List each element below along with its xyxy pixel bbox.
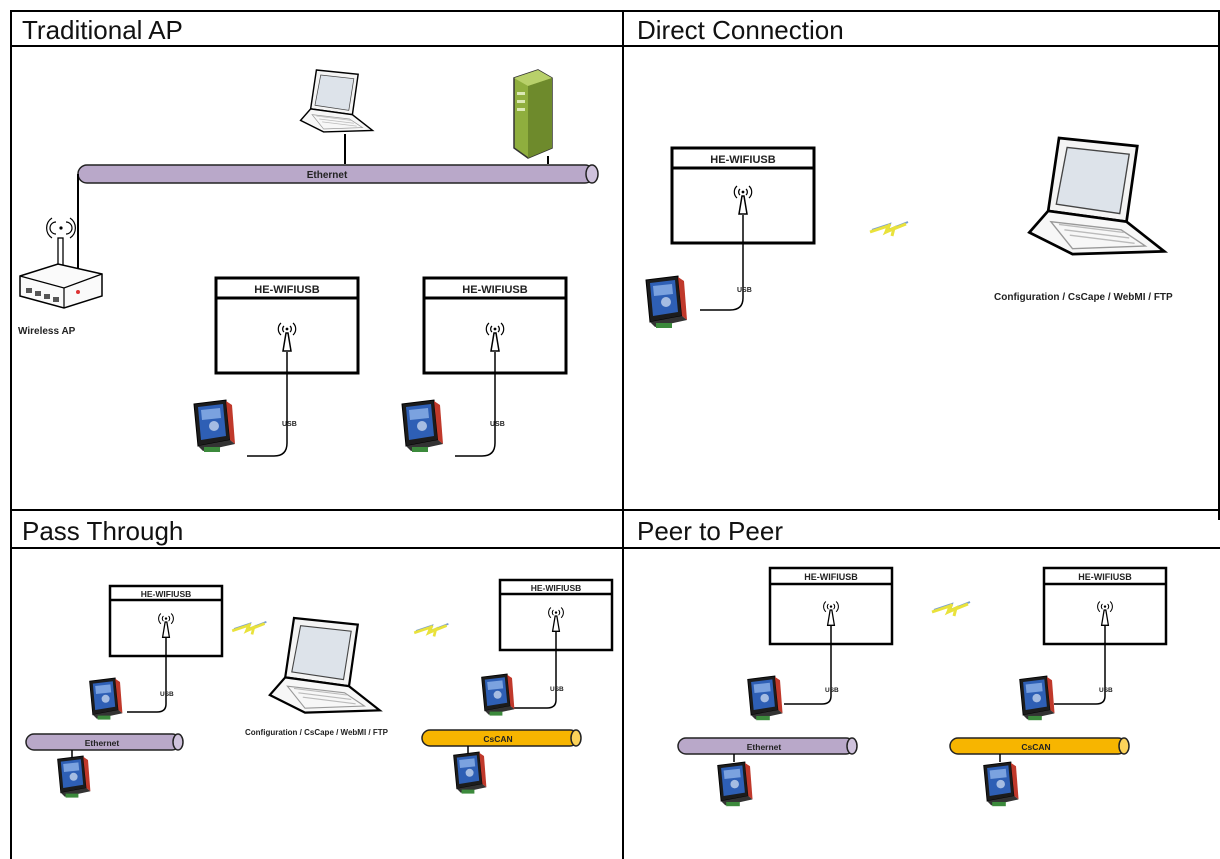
module-label: HE-WIFIUSB xyxy=(1078,572,1132,582)
usb-cable-label: USB xyxy=(160,691,174,698)
wireless-ap-icon xyxy=(19,217,103,309)
usb-cable-label: USB xyxy=(490,421,505,428)
table-left-border xyxy=(10,10,12,859)
ocs-controller-icon xyxy=(453,751,487,794)
panel-title-peer-to-peer: Peer to Peer xyxy=(637,516,783,546)
peer-to-peer-diagram: HE-WIFIUSB USB Ethernet HE-WIFIUSB USB C… xyxy=(677,566,1168,807)
module-label: HE-WIFIUSB xyxy=(531,583,582,593)
module-label: HE-WIFIUSB xyxy=(141,589,192,599)
laptop-caption: Configuration / CsCape / WebMI / FTP xyxy=(994,292,1173,303)
traditional-ap-diagram: Ethernet Wireless AP HE-WIFIUSB USB HE-W… xyxy=(18,69,599,457)
wireless-link-icon xyxy=(868,220,910,238)
table-header-rule-top xyxy=(10,45,1220,47)
ethernet-bus xyxy=(677,737,858,755)
laptop-icon xyxy=(299,69,374,133)
usb-cable-label: USB xyxy=(1099,687,1113,694)
ocs-controller-icon xyxy=(89,677,123,720)
cscan-bus-label: CsCAN xyxy=(1021,742,1050,752)
usb-cable-label: USB xyxy=(737,287,752,294)
panel-title-direct-connection: Direct Connection xyxy=(637,15,844,45)
wireless-link-icon xyxy=(230,620,268,636)
cscan-bus xyxy=(949,737,1130,755)
ocs-controller-icon xyxy=(645,275,688,329)
server-icon xyxy=(513,69,553,159)
panel-title-traditional-ap: Traditional AP xyxy=(22,15,183,45)
table-center-border xyxy=(622,10,624,859)
usb-cable-label: USB xyxy=(282,421,297,428)
wireless-ap-label: Wireless AP xyxy=(18,326,76,337)
cscan-bus-label: CsCAN xyxy=(483,734,512,744)
pass-through-diagram: HE-WIFIUSB USB Ethernet Configuration / … xyxy=(25,578,614,798)
panel-title-pass-through: Pass Through xyxy=(22,516,184,546)
laptop-caption: Configuration / CsCape / WebMI / FTP xyxy=(245,728,389,737)
comparison-table xyxy=(10,10,1220,859)
ocs-controller-icon xyxy=(481,673,515,716)
ocs-controller-icon xyxy=(401,399,444,453)
ocs-controller-icon xyxy=(193,399,236,453)
ocs-controller-icon xyxy=(1019,675,1055,721)
ethernet-bus xyxy=(25,733,184,751)
ocs-controller-icon xyxy=(983,761,1019,807)
module-label: HE-WIFIUSB xyxy=(804,572,858,582)
ocs-controller-icon xyxy=(717,761,753,807)
usb-cable-label: USB xyxy=(825,687,839,694)
ethernet-bus-label: Ethernet xyxy=(85,738,120,748)
laptop-icon xyxy=(268,616,381,714)
ethernet-bus-label: Ethernet xyxy=(307,170,348,181)
ocs-controller-icon xyxy=(57,755,91,798)
table-top-border xyxy=(10,10,1220,12)
table-right-border xyxy=(1218,10,1220,520)
ethernet-bus-label: Ethernet xyxy=(747,742,782,752)
ocs-controller-icon xyxy=(747,675,783,721)
usb-cable-label: USB xyxy=(550,686,564,693)
wireless-link-icon xyxy=(930,600,972,618)
module-label: HE-WIFIUSB xyxy=(710,154,775,166)
wireless-link-icon xyxy=(412,622,450,638)
cscan-bus xyxy=(421,729,582,747)
module-label: HE-WIFIUSB xyxy=(462,284,527,296)
table-mid-border xyxy=(10,509,1220,511)
laptop-icon xyxy=(1027,136,1166,256)
direct-connection-diagram: HE-WIFIUSB USB Configuration / CsCape / … xyxy=(645,136,1173,329)
table-header-rule-bottom xyxy=(10,547,1220,549)
module-label: HE-WIFIUSB xyxy=(254,284,319,296)
